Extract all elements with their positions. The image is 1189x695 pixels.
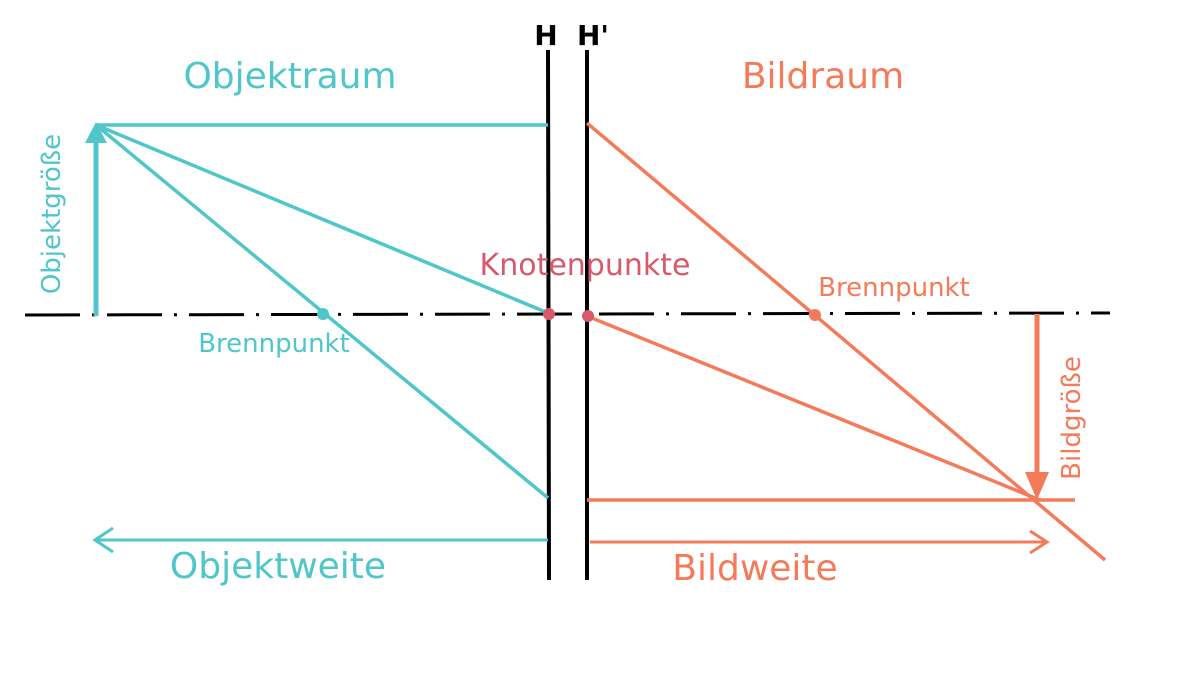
label-image-size: Bildgröße	[1057, 356, 1087, 480]
label-focal-point-image: Brennpunkt	[818, 273, 970, 303]
label-nodal-points: Knotenpunkte	[480, 248, 691, 283]
label-image-space: Bildraum	[742, 56, 904, 97]
image-distance-arrowhead	[1029, 529, 1050, 555]
image-arrow-head	[1025, 472, 1049, 500]
object-distance-arrowhead	[92, 526, 114, 554]
focal-point-image-dot	[809, 309, 821, 321]
optical-axis	[24, 311, 1111, 317]
nodal-point-image-dot	[582, 310, 594, 322]
label-object-space: Objektraum	[183, 56, 396, 97]
label-image-distance: Bildweite	[672, 548, 837, 589]
object-arrow-head	[85, 122, 107, 143]
ray-image-nodal	[586, 314, 1041, 502]
focal-point-object-dot	[317, 308, 329, 320]
label-principal-plane-h-prime: H'	[577, 19, 609, 52]
label-principal-plane-h: H	[534, 19, 557, 52]
label-object-size: Objektgröße	[37, 134, 67, 294]
label-object-distance: Objektweite	[170, 546, 386, 587]
ray-object-nodal	[95, 123, 549, 315]
nodal-point-object-dot	[543, 308, 555, 320]
label-focal-point-object: Brennpunkt	[198, 329, 350, 359]
ray-image-focal	[585, 121, 1107, 562]
